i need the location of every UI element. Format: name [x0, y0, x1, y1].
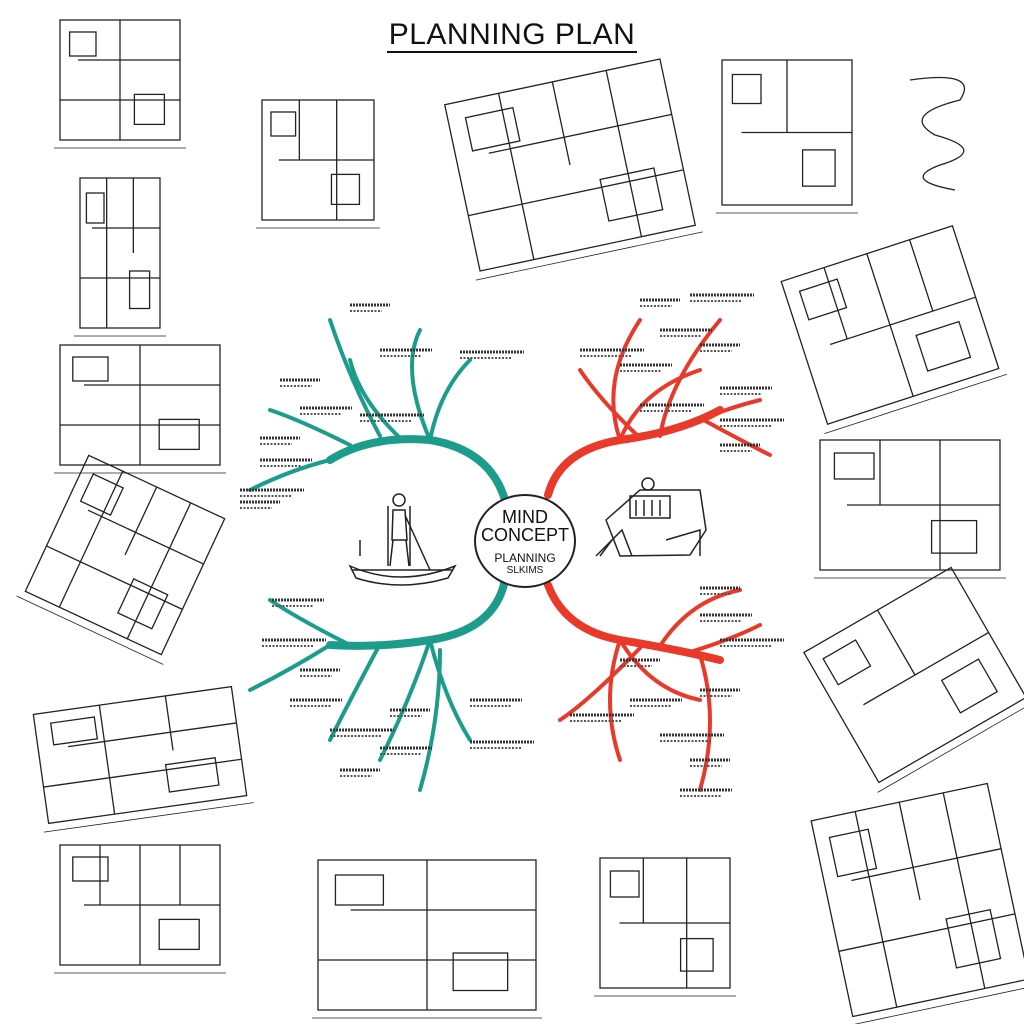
- branch-label: [580, 348, 644, 357]
- floor-plan-sketch: [716, 59, 858, 214]
- central-subtitle-line2: SLKIMS: [506, 565, 544, 576]
- boat-figure-icon: [348, 493, 457, 586]
- branch-label: [360, 413, 424, 422]
- central-title-line1: MIND: [502, 507, 548, 527]
- branch-line: [688, 398, 762, 427]
- branch-label: [260, 458, 312, 467]
- branch-label: [720, 418, 784, 427]
- floor-plan-sketch: [814, 439, 1006, 579]
- branch-line: [248, 643, 332, 692]
- branch-line: [268, 408, 352, 447]
- branch-line: [658, 318, 722, 438]
- branch-label: [260, 436, 300, 445]
- branch-line: [618, 638, 702, 702]
- branch-label: [660, 733, 724, 742]
- branch-line: [608, 638, 622, 762]
- branch-label: [640, 403, 704, 412]
- branch-label: [350, 303, 390, 312]
- floor-plan-sketch: [802, 566, 1024, 793]
- branch-label: [700, 343, 740, 352]
- branch-line: [328, 318, 382, 438]
- branch-label: [272, 598, 324, 607]
- branch-label: [620, 658, 660, 667]
- branch-label: [460, 350, 524, 359]
- branch-label: [470, 740, 534, 749]
- branch-label: [720, 638, 784, 647]
- branch-label: [620, 363, 672, 372]
- branch-line: [326, 576, 509, 650]
- branch-label: [390, 708, 430, 717]
- branch-label: [630, 698, 682, 707]
- branch-label: [680, 788, 732, 797]
- branch-label: [640, 298, 680, 307]
- branch-label: [290, 698, 342, 707]
- spiral-sketch: [909, 76, 966, 191]
- branch-line: [348, 358, 402, 440]
- branch-label: [280, 378, 320, 387]
- floor-plan-sketch: [810, 782, 1024, 1024]
- branch-labels: [240, 293, 784, 797]
- branch-label: [660, 328, 712, 337]
- branch-label: [690, 758, 730, 767]
- central-subtitle-line1: PLANNING: [494, 551, 556, 565]
- branch-label: [700, 586, 740, 595]
- branch-line: [698, 653, 712, 792]
- floor-plan-sketch: [54, 344, 226, 474]
- branch-label: [240, 500, 280, 509]
- branch-label: [300, 406, 352, 415]
- floor-plan-sketch: [312, 859, 542, 1019]
- floor-plan-sketch: [594, 857, 736, 997]
- branch-label: [720, 443, 760, 452]
- floor-plan-sketch: [16, 454, 226, 665]
- page-title: PLANNING PLAN: [386, 18, 638, 53]
- branch-line: [578, 368, 642, 440]
- floor-plan-sketch: [74, 177, 166, 337]
- central-title-line2: CONCEPT: [480, 525, 569, 545]
- floor-plan-sketch: [54, 19, 186, 149]
- branch-label: [300, 668, 340, 677]
- branch-line: [248, 458, 332, 492]
- machine-sketch-icon: [595, 477, 707, 557]
- branch-line: [268, 598, 352, 647]
- branch-label: [240, 488, 304, 497]
- branch-line: [428, 638, 472, 742]
- branch-line: [698, 416, 772, 457]
- branch-label: [330, 728, 394, 737]
- branch-label: [262, 638, 326, 647]
- floor-plan-sketch: [780, 225, 1008, 434]
- branch-line: [611, 318, 642, 442]
- floor-plan-sketch: [256, 99, 380, 229]
- branch-label: [720, 386, 772, 395]
- branch-label: [470, 698, 522, 707]
- branch-line: [328, 642, 382, 742]
- floor-plan-sketch: [54, 844, 226, 974]
- branch-label: [570, 713, 634, 722]
- branch-label: [340, 768, 380, 777]
- floor-plan-sketches: [16, 19, 1024, 1024]
- branch-line: [418, 648, 442, 792]
- branch-line: [378, 638, 432, 762]
- floor-plan-sketch: [32, 685, 254, 833]
- branch-label: [380, 746, 432, 755]
- branch-line: [410, 328, 432, 442]
- branch-label: [380, 348, 432, 357]
- branch-line: [428, 358, 472, 442]
- branch-line: [658, 588, 742, 648]
- branch-label: [700, 688, 740, 697]
- branch-label: [690, 293, 754, 302]
- mind-map-branches: [248, 318, 772, 792]
- floor-plan-sketch: [443, 58, 703, 281]
- branch-line: [326, 435, 509, 504]
- branch-label: [700, 613, 752, 622]
- branch-line: [618, 368, 702, 442]
- central-node: MIND CONCEPT PLANNING SLKIMS: [474, 494, 576, 588]
